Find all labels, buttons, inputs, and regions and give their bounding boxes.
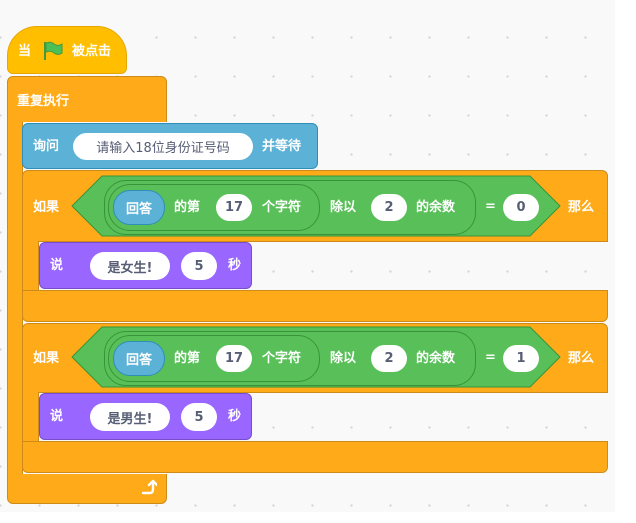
letter-index-input[interactable]: 17	[216, 345, 252, 372]
loop-arrow-icon	[139, 479, 159, 501]
secs-label: 秒	[228, 258, 242, 273]
when-flag-clicked-block[interactable]: 当 被点击	[7, 26, 127, 74]
if-block-1-arm	[22, 241, 39, 291]
answer-reporter[interactable]: 回答	[113, 341, 165, 376]
code-workspace[interactable]: 当 被点击 重复执行 询问 请输入18位身份证号码 并等待 如果 那么	[0, 0, 615, 512]
hat-clicked-label: 被点击	[72, 44, 112, 59]
say-message-input[interactable]: 是女生!	[90, 252, 170, 280]
if-label: 如果	[33, 200, 60, 215]
compare-value-input[interactable]: 0	[503, 194, 539, 221]
secs-label: 秒	[228, 409, 242, 424]
say-label: 说	[50, 409, 64, 424]
equals-sign: =	[485, 199, 496, 214]
hat-when-label: 当	[18, 44, 32, 59]
and-wait-label: 并等待	[262, 139, 302, 154]
say-label: 说	[50, 258, 64, 273]
if-label: 如果	[33, 351, 60, 366]
letter-of-label: 个字符	[262, 200, 302, 215]
letter-label: 的第	[174, 351, 201, 366]
then-label: 那么	[568, 351, 595, 366]
say-secs-input[interactable]: 5	[181, 252, 217, 280]
say-secs-input[interactable]: 5	[181, 403, 217, 431]
remainder-label: 的余数	[416, 200, 456, 215]
forever-label: 重复执行	[17, 94, 70, 109]
mod-label: 除以	[330, 351, 357, 366]
then-label: 那么	[568, 200, 595, 215]
ask-label: 询问	[33, 139, 60, 154]
if-block-2-arm	[22, 392, 39, 442]
mod-label: 除以	[330, 200, 357, 215]
say-for-secs-block-2[interactable]: 说 是男生! 5 秒	[39, 393, 252, 440]
letter-of-label: 个字符	[262, 351, 302, 366]
if-block-1-bottom	[22, 290, 608, 322]
letter-label: 的第	[174, 200, 201, 215]
divisor-input[interactable]: 2	[371, 345, 407, 372]
divisor-input[interactable]: 2	[371, 194, 407, 221]
remainder-label: 的余数	[416, 351, 456, 366]
green-flag-icon	[42, 41, 64, 65]
say-for-secs-block-1[interactable]: 说 是女生! 5 秒	[39, 242, 252, 289]
equals-sign: =	[485, 350, 496, 365]
answer-reporter[interactable]: 回答	[113, 190, 165, 225]
letter-index-input[interactable]: 17	[216, 194, 252, 221]
ask-and-wait-block[interactable]: 询问 请输入18位身份证号码 并等待	[22, 123, 318, 169]
ask-prompt-input[interactable]: 请输入18位身份证号码	[73, 133, 253, 160]
say-message-input[interactable]: 是男生!	[90, 403, 170, 431]
compare-value-input[interactable]: 1	[503, 345, 539, 372]
if-block-2-bottom	[22, 441, 608, 473]
